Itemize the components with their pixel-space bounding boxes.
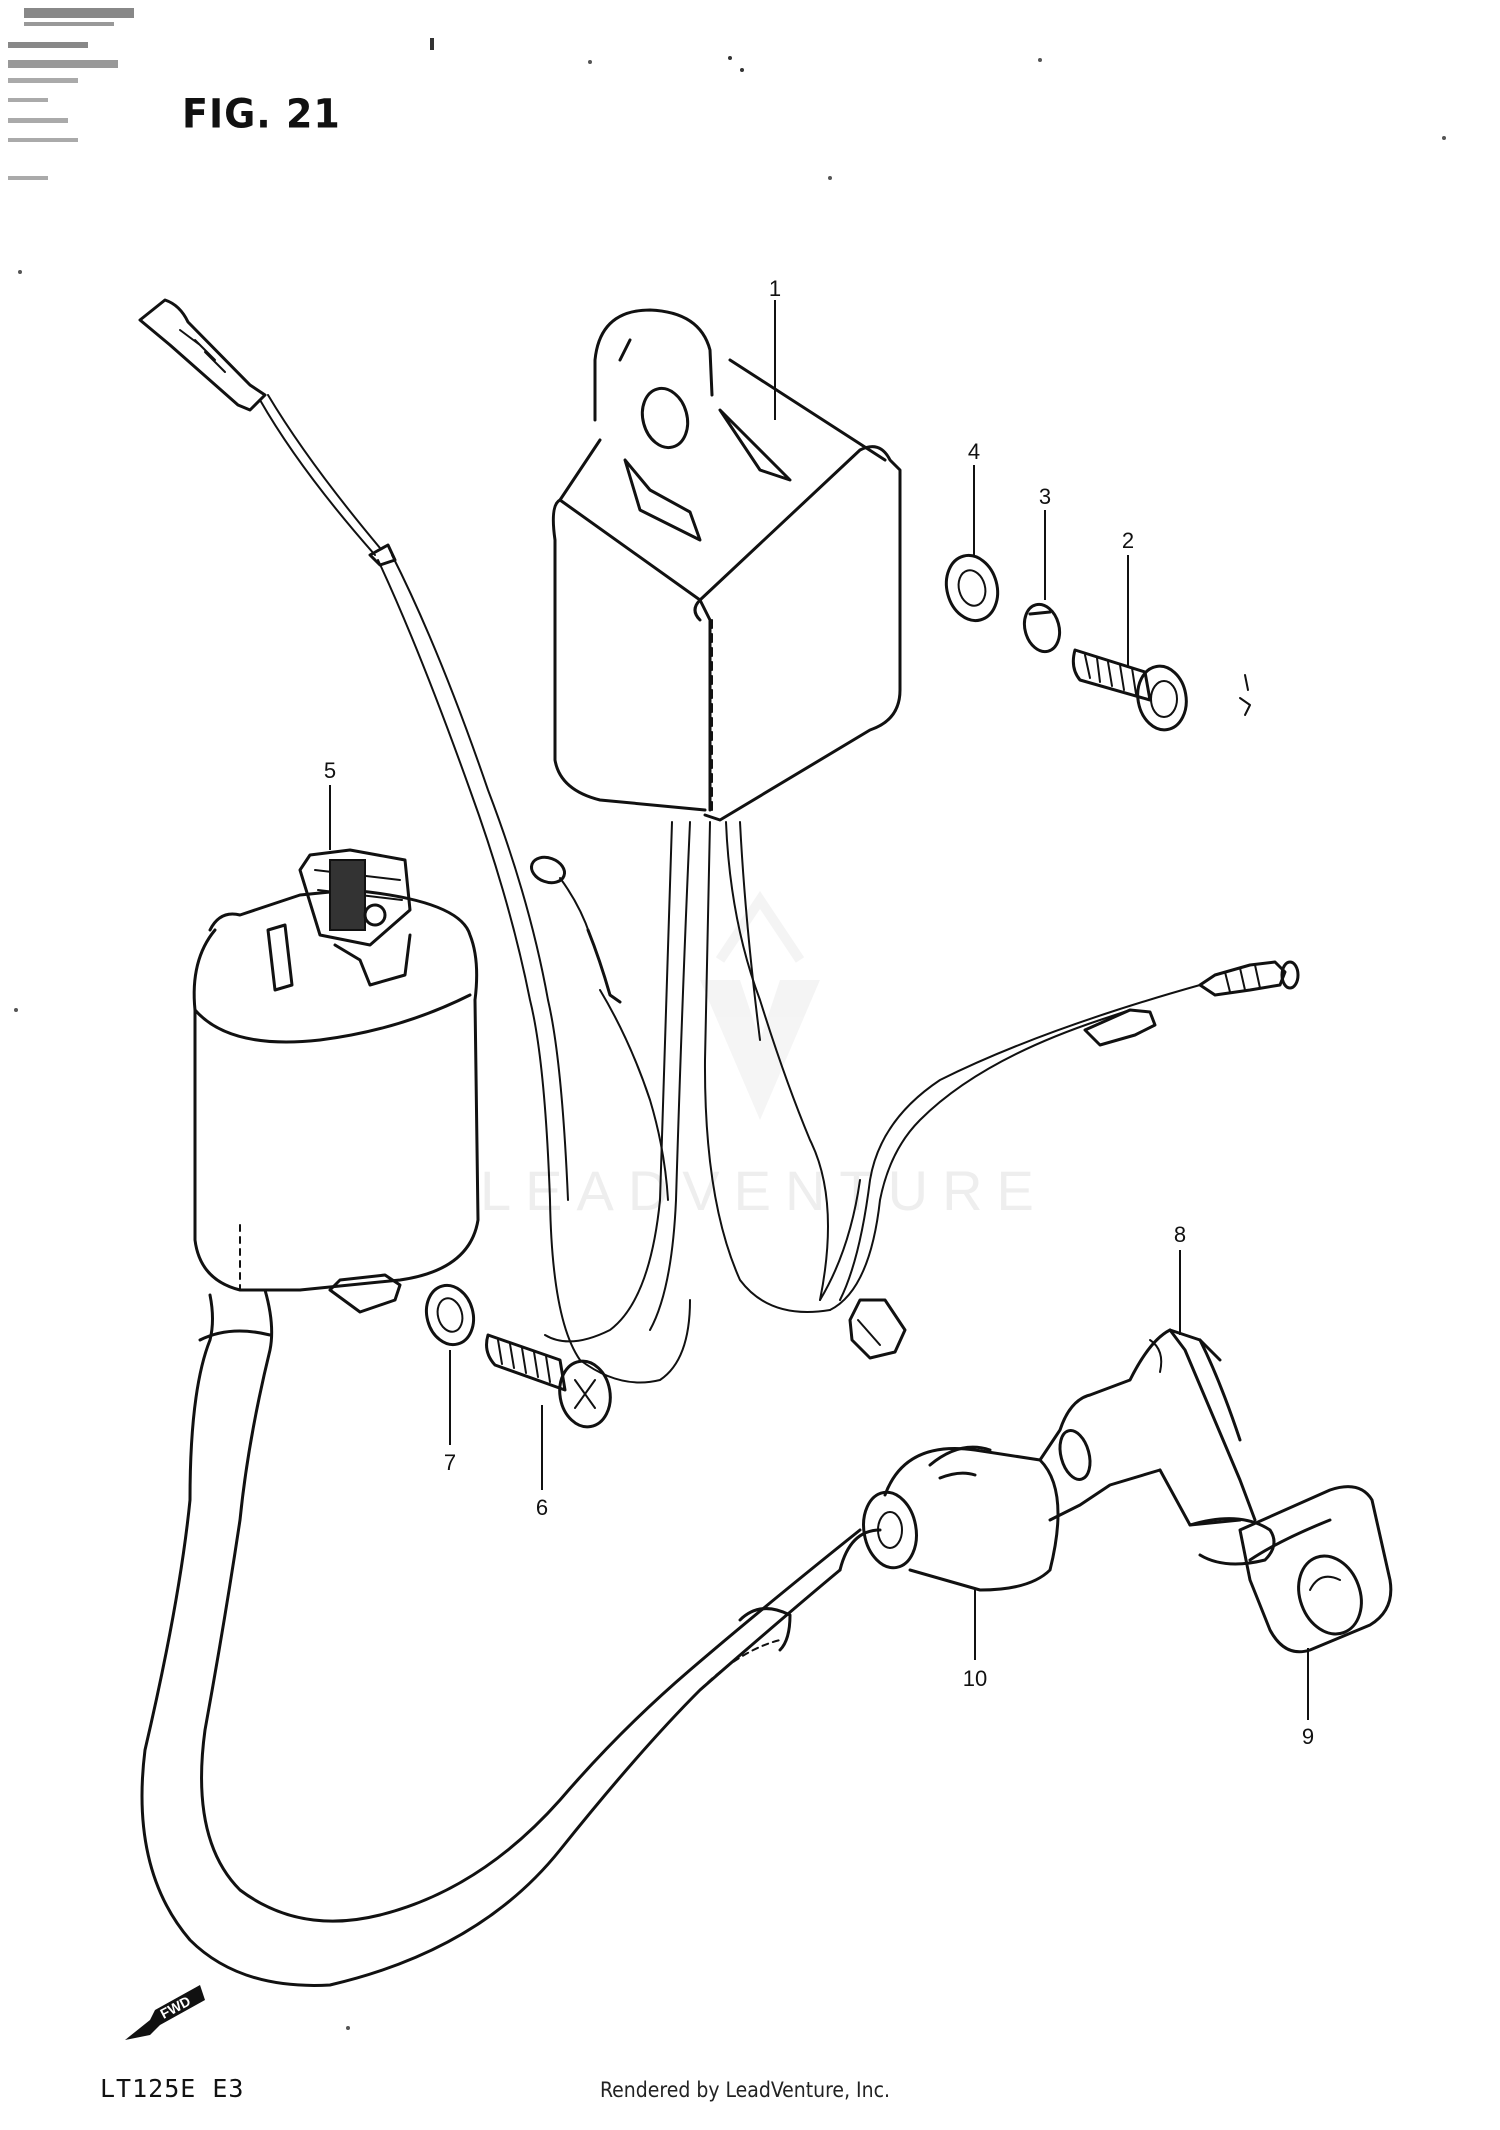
lock-washer — [1022, 602, 1062, 654]
callout-9: 9 — [1301, 1724, 1315, 1749]
watermark: LEADVENTURE — [480, 1159, 1048, 1222]
render-credit: Rendered by LeadVenture, Inc. — [600, 2078, 890, 2102]
callout-7: 7 — [443, 1450, 457, 1475]
cdi-bolt — [1071, 648, 1251, 732]
bullet-connector — [1198, 960, 1300, 997]
spade-connector — [1083, 1008, 1157, 1047]
female-connector — [848, 1298, 907, 1360]
coil-primary-wire — [138, 298, 691, 1384]
high-tension-lead — [140, 1288, 882, 1987]
noise-suppressor — [862, 1445, 1060, 1592]
callout-1: 1 — [768, 276, 782, 301]
fwd-arrow: FWD — [125, 1985, 205, 2040]
callout-4: 4 — [967, 439, 981, 464]
flat-washer — [944, 553, 1000, 623]
callout-8: 8 — [1173, 1222, 1187, 1247]
callout-3: 3 — [1038, 484, 1052, 509]
callout-2: 2 — [1121, 528, 1135, 553]
cdi-unit — [530, 308, 1300, 1360]
fwd-label: FWD — [157, 1993, 193, 2022]
figure-title: FIG. 21 — [182, 90, 341, 138]
callout-5: 5 — [323, 758, 337, 783]
scan-noise — [8, 8, 1446, 2030]
model-code: LT125E E3 — [100, 2074, 245, 2103]
callout-6: 6 — [535, 1495, 549, 1520]
coil-screw — [485, 1333, 612, 1429]
watermark-logo — [700, 890, 820, 1120]
spark-plug-cap — [1038, 1328, 1393, 1654]
callout-leaders — [329, 300, 1309, 1720]
coil-washer — [424, 1283, 476, 1347]
callout-10: 10 — [962, 1666, 988, 1691]
ignition-coil — [192, 848, 480, 1314]
